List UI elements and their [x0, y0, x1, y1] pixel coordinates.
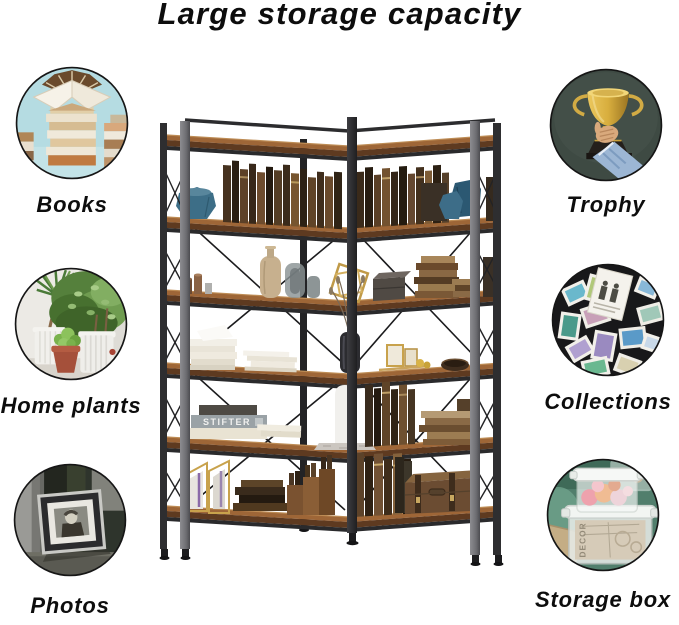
callout-photos: Photos	[13, 463, 127, 618]
shelf-decor-row5	[184, 452, 479, 517]
shelf-decor-row1	[176, 160, 497, 230]
callout-trophy: Trophy	[549, 68, 663, 217]
callout-home-plants: Home plants	[1, 267, 141, 418]
left-side-panel	[159, 121, 191, 560]
callout-home-plants-label: Home plants	[0, 393, 142, 418]
home-plants-photo	[14, 267, 128, 381]
right-side-panel	[470, 121, 504, 566]
callout-collections-label: Collections	[544, 389, 672, 414]
callout-trophy-label: Trophy	[566, 192, 646, 217]
storage-box-text: DECOR	[577, 522, 587, 557]
callout-storage-box-label: Storage box	[535, 587, 671, 612]
callout-storage-box: DECOR Storage box	[535, 458, 670, 612]
shelf-decor-row3	[185, 269, 469, 373]
shelf-decor-row4: STIFTER	[185, 381, 479, 450]
photos-photo	[13, 463, 127, 577]
callout-books-label: Books	[36, 192, 108, 217]
shelf-decor-row2	[183, 246, 495, 304]
page-title: Large storage capacity	[157, 0, 522, 31]
back-corner-post	[300, 139, 307, 523]
callout-books: Books	[15, 66, 129, 217]
callout-collections: Collections	[544, 263, 671, 414]
trophy-photo	[549, 68, 663, 182]
top-rail	[184, 118, 496, 133]
front-corner-post	[346, 117, 359, 546]
callout-photos-label: Photos	[30, 593, 110, 618]
corner-bookshelf-photo: STIFTER	[159, 117, 504, 566]
books-photo	[15, 66, 129, 180]
storage-box-photo: DECOR	[546, 458, 660, 572]
book-spine-text: STIFTER	[203, 417, 251, 427]
collections-photo	[551, 263, 665, 377]
